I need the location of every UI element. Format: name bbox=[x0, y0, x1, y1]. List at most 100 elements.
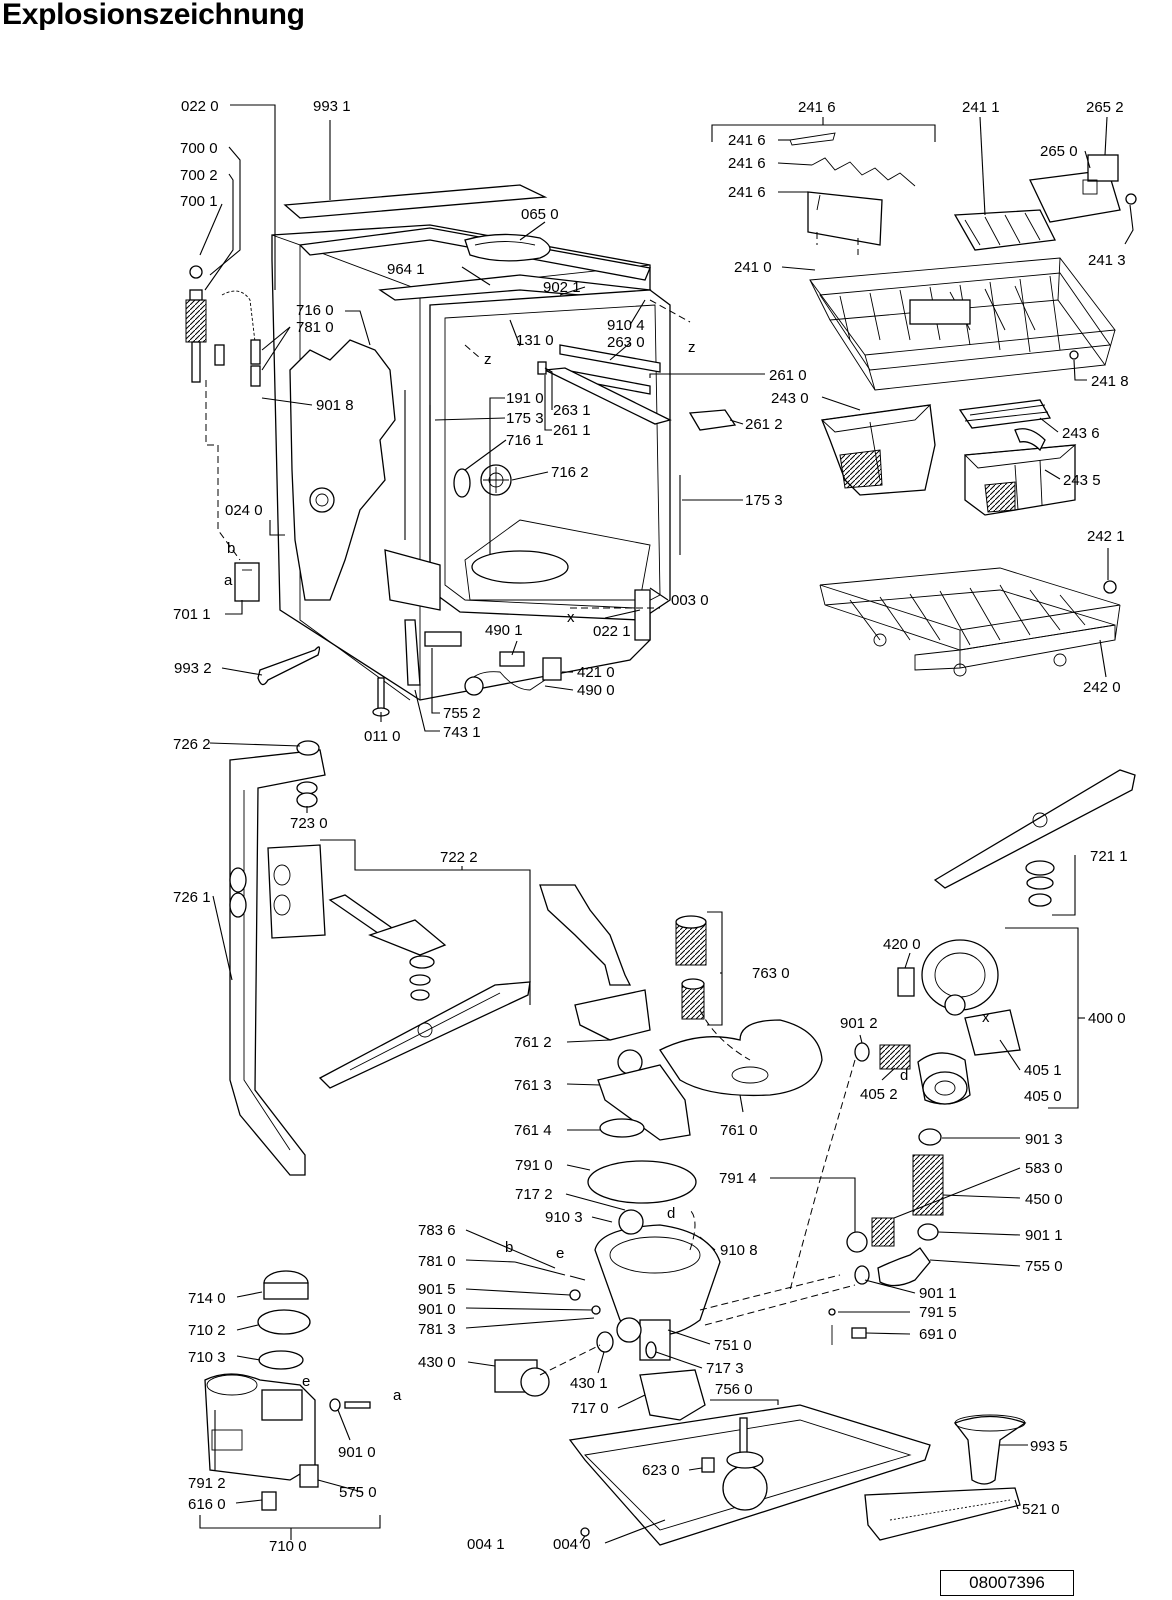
part-label: 761 3 bbox=[514, 1077, 552, 1094]
cutlery-basket-small bbox=[820, 404, 936, 496]
tine-row bbox=[811, 157, 916, 187]
part-label: 242 1 bbox=[1087, 528, 1125, 545]
part-label: 901 2 bbox=[840, 1015, 878, 1032]
part-labels: 022 0 993 1 700 0 700 2 700 1 065 0 964 … bbox=[173, 98, 1129, 1555]
lid-cover bbox=[464, 233, 551, 262]
part-label: 521 0 bbox=[1022, 1501, 1060, 1518]
part-label: 993 1 bbox=[313, 98, 351, 115]
salt-sensor bbox=[261, 1491, 277, 1511]
part-label: 405 2 bbox=[860, 1086, 898, 1103]
part-label: 400 0 bbox=[1088, 1010, 1126, 1027]
kickplate bbox=[864, 1487, 1021, 1541]
part-label: 993 2 bbox=[174, 660, 212, 677]
spray-arm-holder bbox=[574, 989, 651, 1041]
pump-assembly bbox=[494, 927, 1079, 1421]
part-label: 781 0 bbox=[418, 1253, 456, 1270]
part-label: 964 1 bbox=[387, 261, 425, 278]
part-label: 763 0 bbox=[752, 965, 790, 982]
part-label: 011 0 bbox=[364, 728, 400, 745]
top-panel-strip bbox=[283, 184, 548, 219]
water-distributor bbox=[267, 844, 326, 939]
water-inlet-valve bbox=[185, 299, 207, 343]
part-label: 265 2 bbox=[1086, 99, 1124, 116]
part-label: 901 0 bbox=[418, 1301, 456, 1318]
part-label: 726 1 bbox=[173, 889, 211, 906]
part-label: 191 0 bbox=[506, 390, 544, 407]
part-label: 755 2 bbox=[443, 705, 481, 722]
sump-opening bbox=[471, 550, 569, 584]
cutlery-basket-lid bbox=[958, 399, 1052, 429]
part-label: 761 4 bbox=[514, 1122, 552, 1139]
part-label: 993 5 bbox=[1030, 1438, 1068, 1455]
softener-seal bbox=[258, 1350, 304, 1370]
connection-marker: d bbox=[900, 1067, 908, 1084]
part-label: 791 5 bbox=[919, 1304, 957, 1321]
part-label: 261 0 bbox=[769, 367, 807, 384]
part-label: 575 0 bbox=[339, 1484, 377, 1501]
cup-holder-flap bbox=[807, 191, 883, 246]
cover-clip bbox=[1087, 154, 1119, 182]
part-label: 717 3 bbox=[706, 1360, 744, 1377]
part-label: 755 0 bbox=[1025, 1258, 1063, 1275]
water-softener bbox=[199, 1270, 381, 1540]
spray-arm-gasket bbox=[599, 1118, 645, 1138]
part-label: 716 1 bbox=[506, 432, 544, 449]
part-label: 583 0 bbox=[1025, 1160, 1063, 1177]
spray-arm-support bbox=[597, 1064, 691, 1141]
part-label: 421 0 bbox=[577, 664, 615, 681]
part-label: 243 6 bbox=[1062, 425, 1100, 442]
part-label: 901 8 bbox=[316, 397, 354, 414]
part-label: 902 1 bbox=[543, 279, 581, 296]
heater-relay bbox=[871, 1217, 895, 1247]
part-label: 450 0 bbox=[1025, 1191, 1063, 1208]
part-label: 241 8 bbox=[1091, 373, 1129, 390]
lower-basket bbox=[819, 567, 1121, 677]
part-label: 901 0 bbox=[338, 1444, 376, 1461]
part-label: 241 6 bbox=[798, 99, 836, 116]
part-label: 024 0 bbox=[225, 502, 263, 519]
part-label: 723 0 bbox=[290, 815, 328, 832]
part-label: 710 0 bbox=[269, 1538, 307, 1555]
part-label: 761 2 bbox=[514, 1034, 552, 1051]
part-label: 791 4 bbox=[719, 1170, 757, 1187]
part-label: 243 0 bbox=[771, 390, 809, 407]
part-label: 717 2 bbox=[515, 1186, 553, 1203]
connection-marker: x bbox=[567, 609, 575, 626]
part-label: 901 1 bbox=[1025, 1227, 1063, 1244]
part-label: 430 0 bbox=[418, 1354, 456, 1371]
part-label: 241 6 bbox=[728, 155, 766, 172]
connection-marker: a bbox=[224, 572, 233, 589]
adjusting-foot bbox=[377, 677, 385, 711]
supply-pipe bbox=[229, 749, 326, 1176]
part-label: 700 2 bbox=[180, 167, 218, 184]
upper-spray-arm bbox=[318, 981, 531, 1089]
pipe-seal bbox=[296, 740, 320, 756]
part-label: 901 5 bbox=[418, 1281, 456, 1298]
part-label: 263 0 bbox=[607, 334, 645, 351]
part-label: 241 1 bbox=[962, 99, 1000, 116]
part-label: 751 0 bbox=[714, 1337, 752, 1354]
part-label: 003 0 bbox=[671, 592, 709, 609]
side-panel-seal bbox=[289, 339, 396, 601]
tub-assembly bbox=[185, 184, 737, 717]
cover-plate bbox=[1029, 169, 1121, 223]
part-label: 241 6 bbox=[728, 132, 766, 149]
part-label: 243 5 bbox=[1063, 472, 1101, 489]
pressure-switch bbox=[851, 1327, 867, 1339]
cutlery-basket-large bbox=[964, 428, 1077, 516]
cup-shelf bbox=[953, 209, 1056, 251]
connection-marker: a bbox=[393, 1387, 402, 1404]
float-switch bbox=[701, 1457, 715, 1473]
capacitor bbox=[897, 967, 915, 997]
part-label: 910 8 bbox=[720, 1242, 758, 1259]
filter-assembly bbox=[675, 915, 707, 1020]
part-label: 265 0 bbox=[1040, 143, 1078, 160]
part-label: 714 0 bbox=[188, 1290, 226, 1307]
part-label: 131 0 bbox=[516, 332, 554, 349]
drain-elbow bbox=[877, 1247, 931, 1287]
part-label: 700 1 bbox=[180, 193, 218, 210]
part-label: 616 0 bbox=[188, 1496, 226, 1513]
part-label: 761 0 bbox=[720, 1122, 758, 1139]
part-label: 910 3 bbox=[545, 1209, 583, 1226]
